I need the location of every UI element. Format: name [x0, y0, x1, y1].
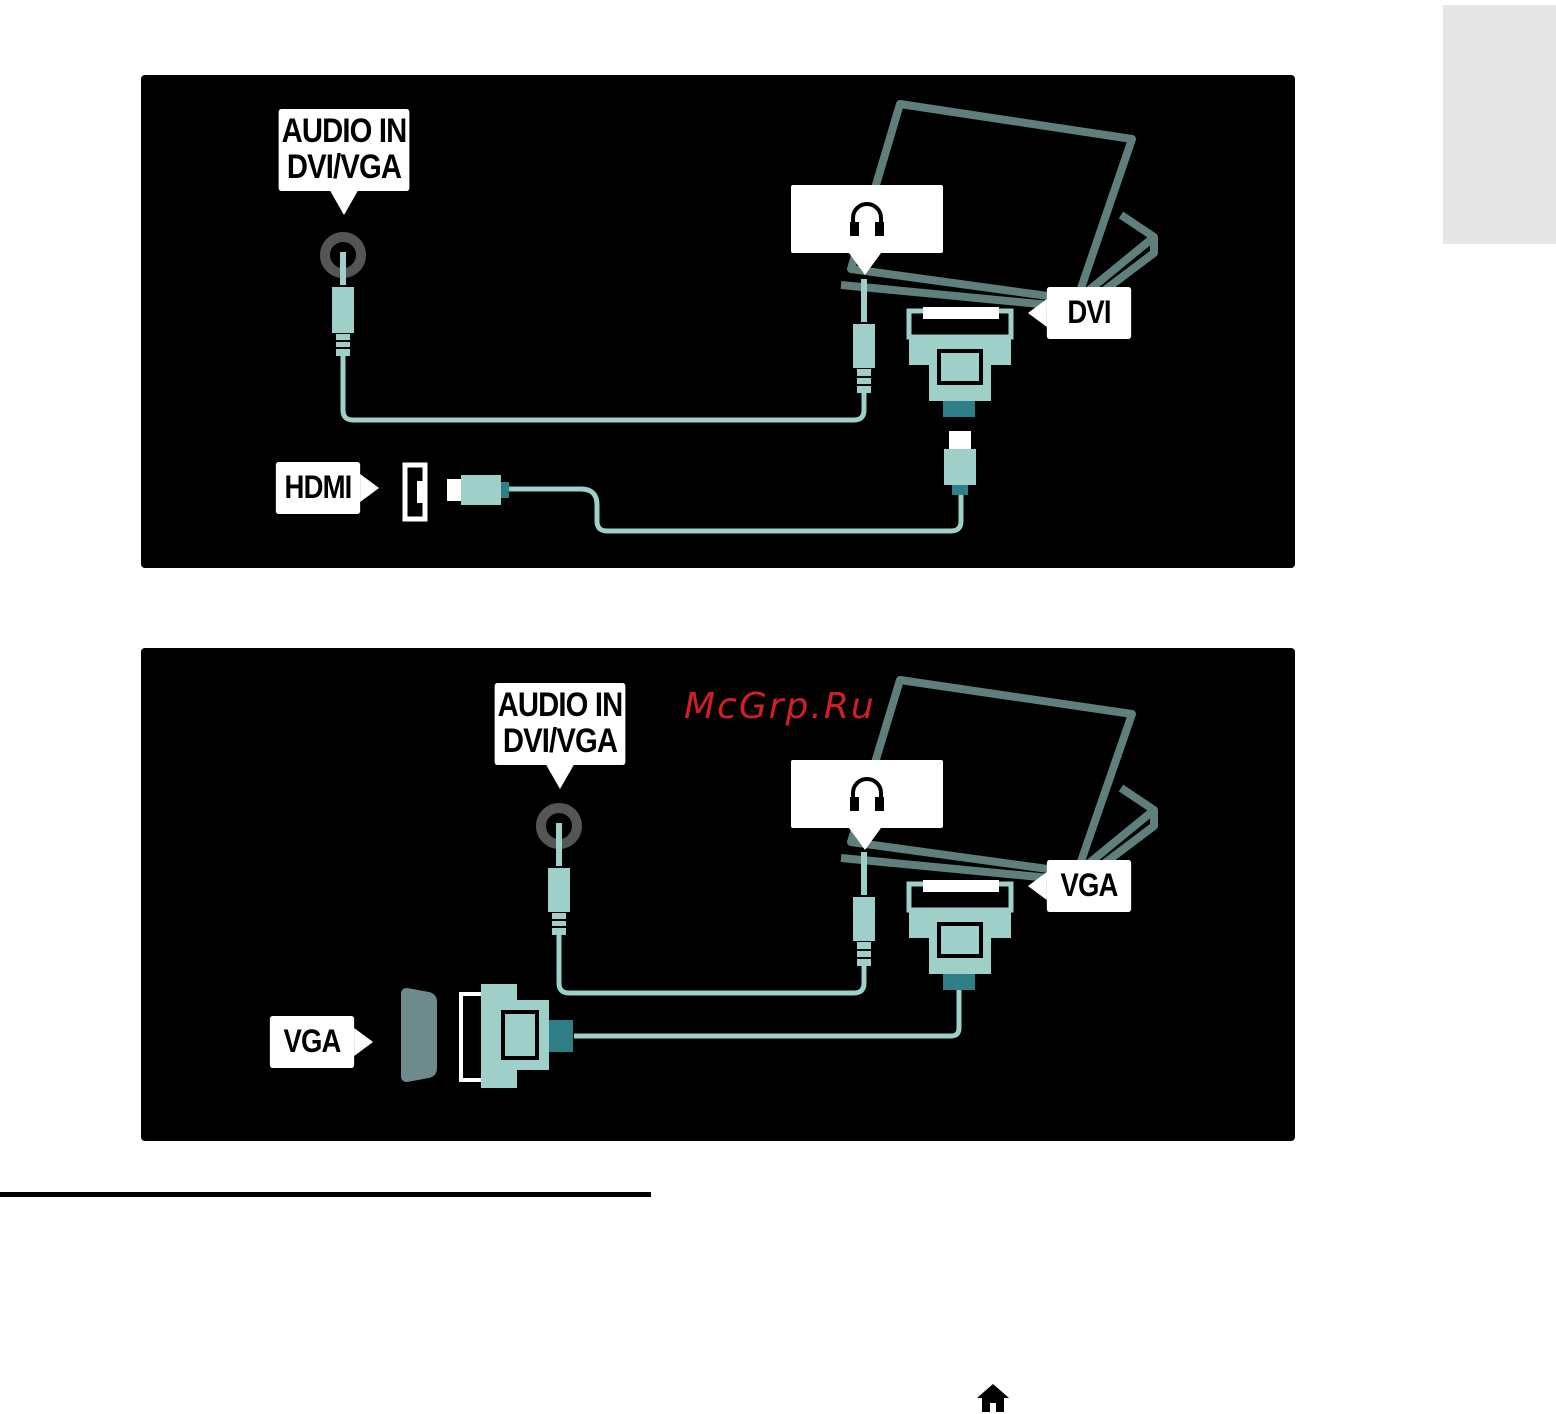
hdmi-cable — [508, 489, 961, 531]
hdmi-port-tv — [405, 465, 425, 519]
audio-cable — [343, 356, 864, 420]
audio-jack-pc — [852, 852, 876, 966]
audio-in-dvi-vga-label: AUDIO IN DVI/VGA — [495, 683, 626, 765]
vga-port-pc — [909, 880, 1011, 990]
dvi-cable-plug — [944, 431, 976, 495]
dvi-port-pc — [909, 307, 1011, 417]
audio-in-dvi-vga-label: AUDIO IN DVI/VGA — [279, 109, 410, 191]
audio-jack-tv — [325, 237, 361, 356]
vga-pc-label: VGA — [1047, 860, 1131, 912]
diagram-hdmi-dvi: AUDIO IN DVI/VGA DVI HDMI — [141, 75, 1295, 568]
audio-jack-tv — [541, 808, 577, 935]
vga-port-tv — [401, 988, 437, 1082]
headphone-label — [791, 760, 943, 828]
headphone-label — [791, 185, 943, 253]
hdmi-plug — [447, 475, 509, 505]
hdmi-label: HDMI — [276, 462, 360, 514]
headphones-icon — [847, 198, 887, 238]
audio-cable — [559, 935, 864, 993]
vga-plug — [461, 984, 573, 1088]
side-tab — [1443, 5, 1556, 244]
vga-tv-label: VGA — [270, 1016, 354, 1068]
vga-cable — [574, 990, 959, 1036]
headphones-icon — [847, 773, 887, 813]
home-icon[interactable] — [975, 1382, 1011, 1414]
dvi-label: DVI — [1047, 287, 1131, 339]
watermark: McGrp.Ru — [684, 686, 876, 727]
section-divider — [0, 1192, 651, 1197]
audio-jack-pc — [852, 279, 876, 393]
